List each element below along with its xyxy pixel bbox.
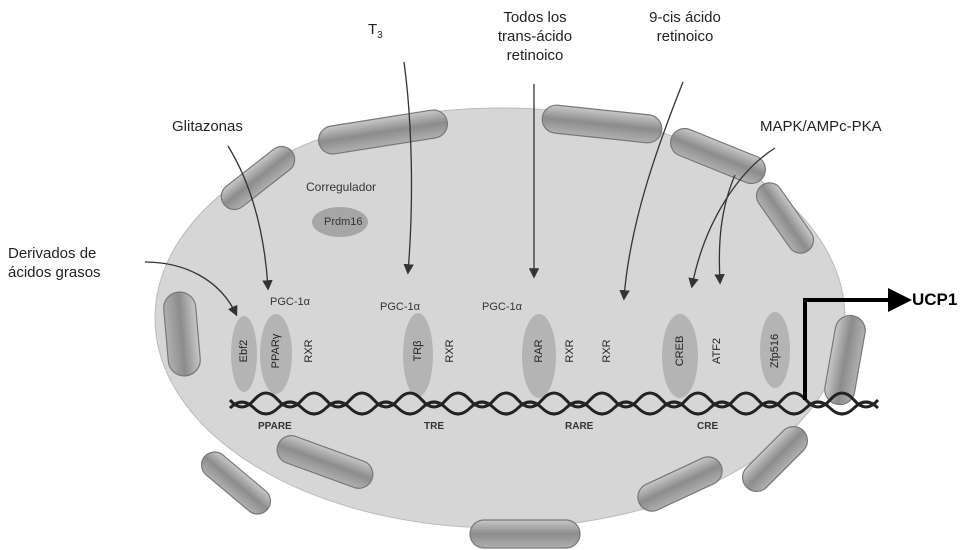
- factor-atf2: ATF2: [711, 331, 723, 371]
- nine-line2: retinoico: [630, 27, 740, 46]
- derivados-label: Derivados de ácidos grasos: [8, 244, 101, 282]
- factor-rxr-3: RXR: [564, 331, 576, 371]
- nine-line1: 9-cis ácido: [630, 8, 740, 27]
- factor-trb: TRβ: [412, 331, 424, 371]
- derivados-line1: Derivados de: [8, 244, 101, 263]
- factor-zfp516: Zfp516: [769, 326, 781, 376]
- factor-rar: RAR: [533, 331, 545, 371]
- pgc1a-3: PGC-1α: [482, 301, 522, 313]
- glitazonas-label: Glitazonas: [172, 117, 243, 136]
- ucp1-label: UCP1: [912, 290, 957, 310]
- mapk-label: MAPK/AMPc-PKA: [760, 117, 882, 136]
- t3-label: T3: [368, 20, 383, 45]
- factor-rxr-1: RXR: [303, 331, 315, 371]
- todos-label: Todos los trans-ácido retinoico: [480, 8, 590, 65]
- factor-rxr-2: RXR: [444, 331, 456, 371]
- pgc1a-2: PGC-1α: [380, 301, 420, 313]
- site-tre: TRE: [424, 421, 444, 432]
- membrane-segment: [470, 520, 580, 548]
- site-ppare: PPARE: [258, 421, 292, 432]
- todos-line1: Todos los: [480, 8, 590, 27]
- todos-line3: retinoico: [480, 46, 590, 65]
- factor-ppar: PPARγ: [270, 326, 282, 376]
- nine-cis-label: 9-cis ácido retinoico: [630, 8, 740, 46]
- site-cre: CRE: [697, 421, 718, 432]
- factor-rxr-4: RXR: [601, 331, 613, 371]
- membrane-segment: [162, 291, 201, 377]
- todos-line2: trans-ácido: [480, 27, 590, 46]
- factor-ebf2: Ebf2: [238, 331, 250, 371]
- t3-subscript: 3: [377, 30, 383, 41]
- t3-text: T: [368, 21, 377, 38]
- pgc1a-1: PGC-1α: [270, 296, 310, 308]
- site-rare: RARE: [565, 421, 593, 432]
- corregulador-label: Corregulador: [306, 180, 376, 194]
- prdm16-label: Prdm16: [324, 216, 363, 228]
- factor-creb: CREB: [674, 331, 686, 371]
- derivados-line2: ácidos grasos: [8, 263, 101, 282]
